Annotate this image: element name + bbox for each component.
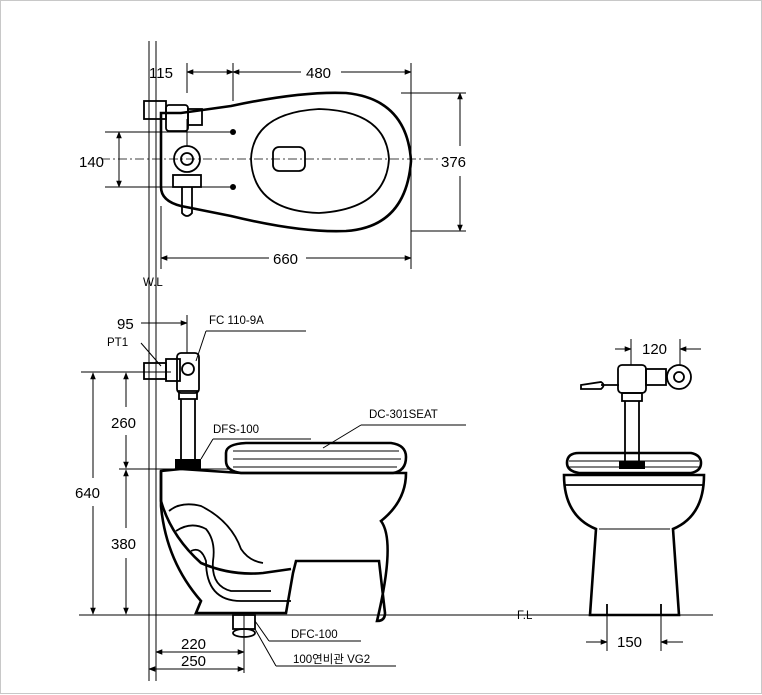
dim-150: 150: [617, 634, 642, 651]
dim-660: 660: [273, 251, 298, 268]
floor-line-label: F.L: [517, 610, 533, 622]
label-fc110: FC 110-9A: [209, 315, 264, 327]
label-vg2: 100연비관 VG2: [293, 653, 370, 666]
top-view: 115 480 376 140 660: [79, 63, 466, 269]
label-pt1: PT1: [107, 337, 128, 349]
dim-376: 376: [441, 154, 466, 171]
label-seat: DC-301SEAT: [369, 409, 438, 421]
dim-140: 140: [79, 154, 104, 171]
dim-260: 260: [111, 415, 136, 432]
wall-line-label: W.L: [143, 277, 163, 289]
label-dfc100: DFC-100: [291, 629, 338, 641]
dim-115: 115: [149, 65, 173, 82]
label-dfs100: DFS-100: [213, 424, 259, 436]
side-view: 95 PT1 FC 110-9A DC-301SEAT DFS-100 260 …: [75, 315, 713, 673]
dim-120: 120: [642, 341, 667, 358]
dim-640: 640: [75, 485, 100, 502]
dim-380: 380: [111, 536, 136, 553]
dim-480: 480: [306, 65, 331, 82]
dim-95: 95: [117, 316, 134, 333]
dim-220: 220: [181, 636, 206, 653]
dim-250: 250: [181, 653, 206, 670]
front-view: 120 150 F.L: [517, 339, 706, 651]
